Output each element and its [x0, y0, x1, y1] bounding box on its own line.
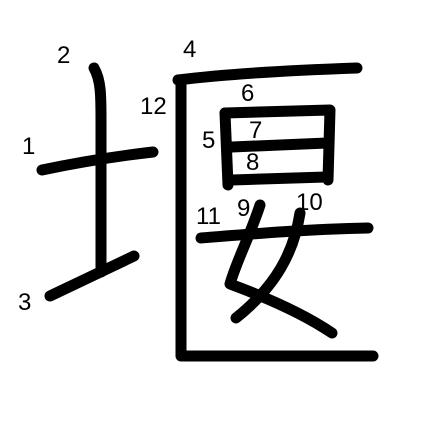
stroke-number-12: 12	[140, 93, 167, 120]
stroke-2	[88, 62, 107, 278]
stroke-number-3: 3	[18, 289, 31, 316]
stroke-number-4: 4	[183, 36, 196, 63]
character-strokes	[36, 62, 379, 362]
stroke-number-7: 7	[249, 117, 262, 144]
stroke-8	[226, 171, 332, 186]
stroke-4	[172, 62, 363, 86]
stroke-5	[219, 107, 234, 191]
stroke-12	[175, 76, 379, 362]
stroke-number-2: 2	[57, 42, 70, 69]
stroke-number-5: 5	[202, 127, 215, 154]
stroke-11	[195, 222, 374, 244]
stroke-number-6: 6	[241, 80, 254, 107]
stroke-3	[44, 250, 140, 302]
stroke-number-labels: 1 2 3 4 5 6 7 8 9 10 11 12	[18, 36, 323, 316]
stroke-7	[226, 137, 333, 153]
stroke-number-10: 10	[296, 189, 323, 216]
stroke-number-8: 8	[246, 149, 259, 176]
stroke-6	[219, 104, 336, 186]
stroke-number-11: 11	[196, 203, 221, 230]
stroke-number-1: 1	[22, 133, 35, 160]
stroke-number-9: 9	[237, 195, 250, 222]
